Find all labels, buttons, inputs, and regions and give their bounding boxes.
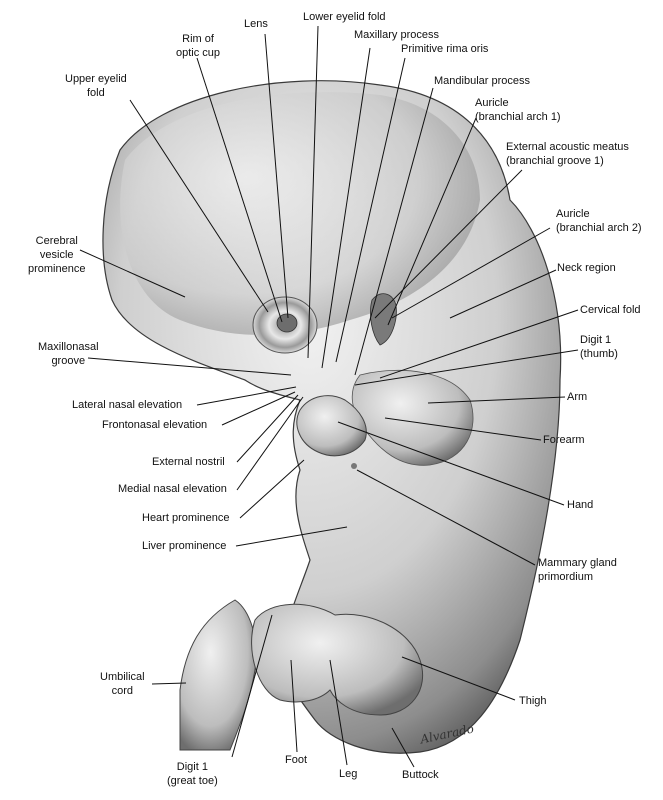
label-lower-eyelid-fold: Lower eyelid fold	[303, 11, 386, 23]
mammary-dot	[351, 463, 357, 469]
label-digit1-thumb: Digit 1 (thumb)	[580, 334, 618, 360]
label-leg: Leg	[339, 768, 358, 780]
label-external-acoustic-meatus: External acoustic meatus (branchial groo…	[506, 141, 629, 167]
label-foot: Foot	[285, 754, 308, 766]
label-cervical-fold: Cervical fold	[580, 304, 641, 316]
label-forearm: Forearm	[543, 434, 585, 446]
leader-lines	[79, 25, 579, 768]
label-liver-prominence: Liver prominence	[142, 540, 227, 552]
label-medial-nasal-elevation: Medial nasal elevation	[118, 483, 227, 495]
label-mandibular-process: Mandibular process	[434, 75, 530, 87]
label-digit1-great-toe: Digit 1 (great toe)	[167, 761, 218, 787]
label-buttock: Buttock	[402, 769, 439, 781]
label-thigh: Thigh	[519, 695, 547, 707]
label-heart-prominence: Heart prominence	[142, 512, 230, 524]
umbilical-cord-shape	[179, 599, 257, 751]
label-arm: Arm	[567, 391, 588, 403]
label-maxillary-process: Maxillary process	[354, 29, 439, 41]
label-hand: Hand	[567, 499, 594, 511]
label-maxillonasal-groove: Maxillonasal groove	[38, 341, 99, 367]
lens-shape	[276, 313, 298, 333]
label-primitive-rima-oris: Primitive rima oris	[401, 43, 489, 55]
hand-shape	[296, 395, 367, 457]
label-upper-eyelid-fold: Upper eyelid fold	[65, 73, 127, 99]
label-umbilical-cord: Umbilical cord	[100, 671, 145, 697]
label-auricle-arch1: Auricle (branchial arch 1)	[475, 97, 561, 123]
label-lateral-nasal-elevation: Lateral nasal elevation	[72, 399, 183, 411]
auricle-shape	[370, 293, 397, 346]
label-auricle-arch2: Auricle (branchial arch 2)	[556, 208, 642, 234]
label-mammary-gland: Mammary gland primordium	[538, 557, 617, 583]
label-external-nostril: External nostril	[152, 456, 225, 468]
label-frontonasal-elevation: Frontonasal elevation	[102, 419, 208, 431]
cerebral-vesicle-shape	[120, 92, 481, 335]
label-cerebral-vesicle: Cerebral vesicle prominence	[28, 235, 86, 275]
label-rim-optic-cup: Rim of optic cup	[176, 33, 221, 59]
leg-shape	[251, 603, 424, 716]
label-neck-region: Neck region	[557, 262, 616, 274]
label-lens: Lens	[244, 18, 268, 30]
